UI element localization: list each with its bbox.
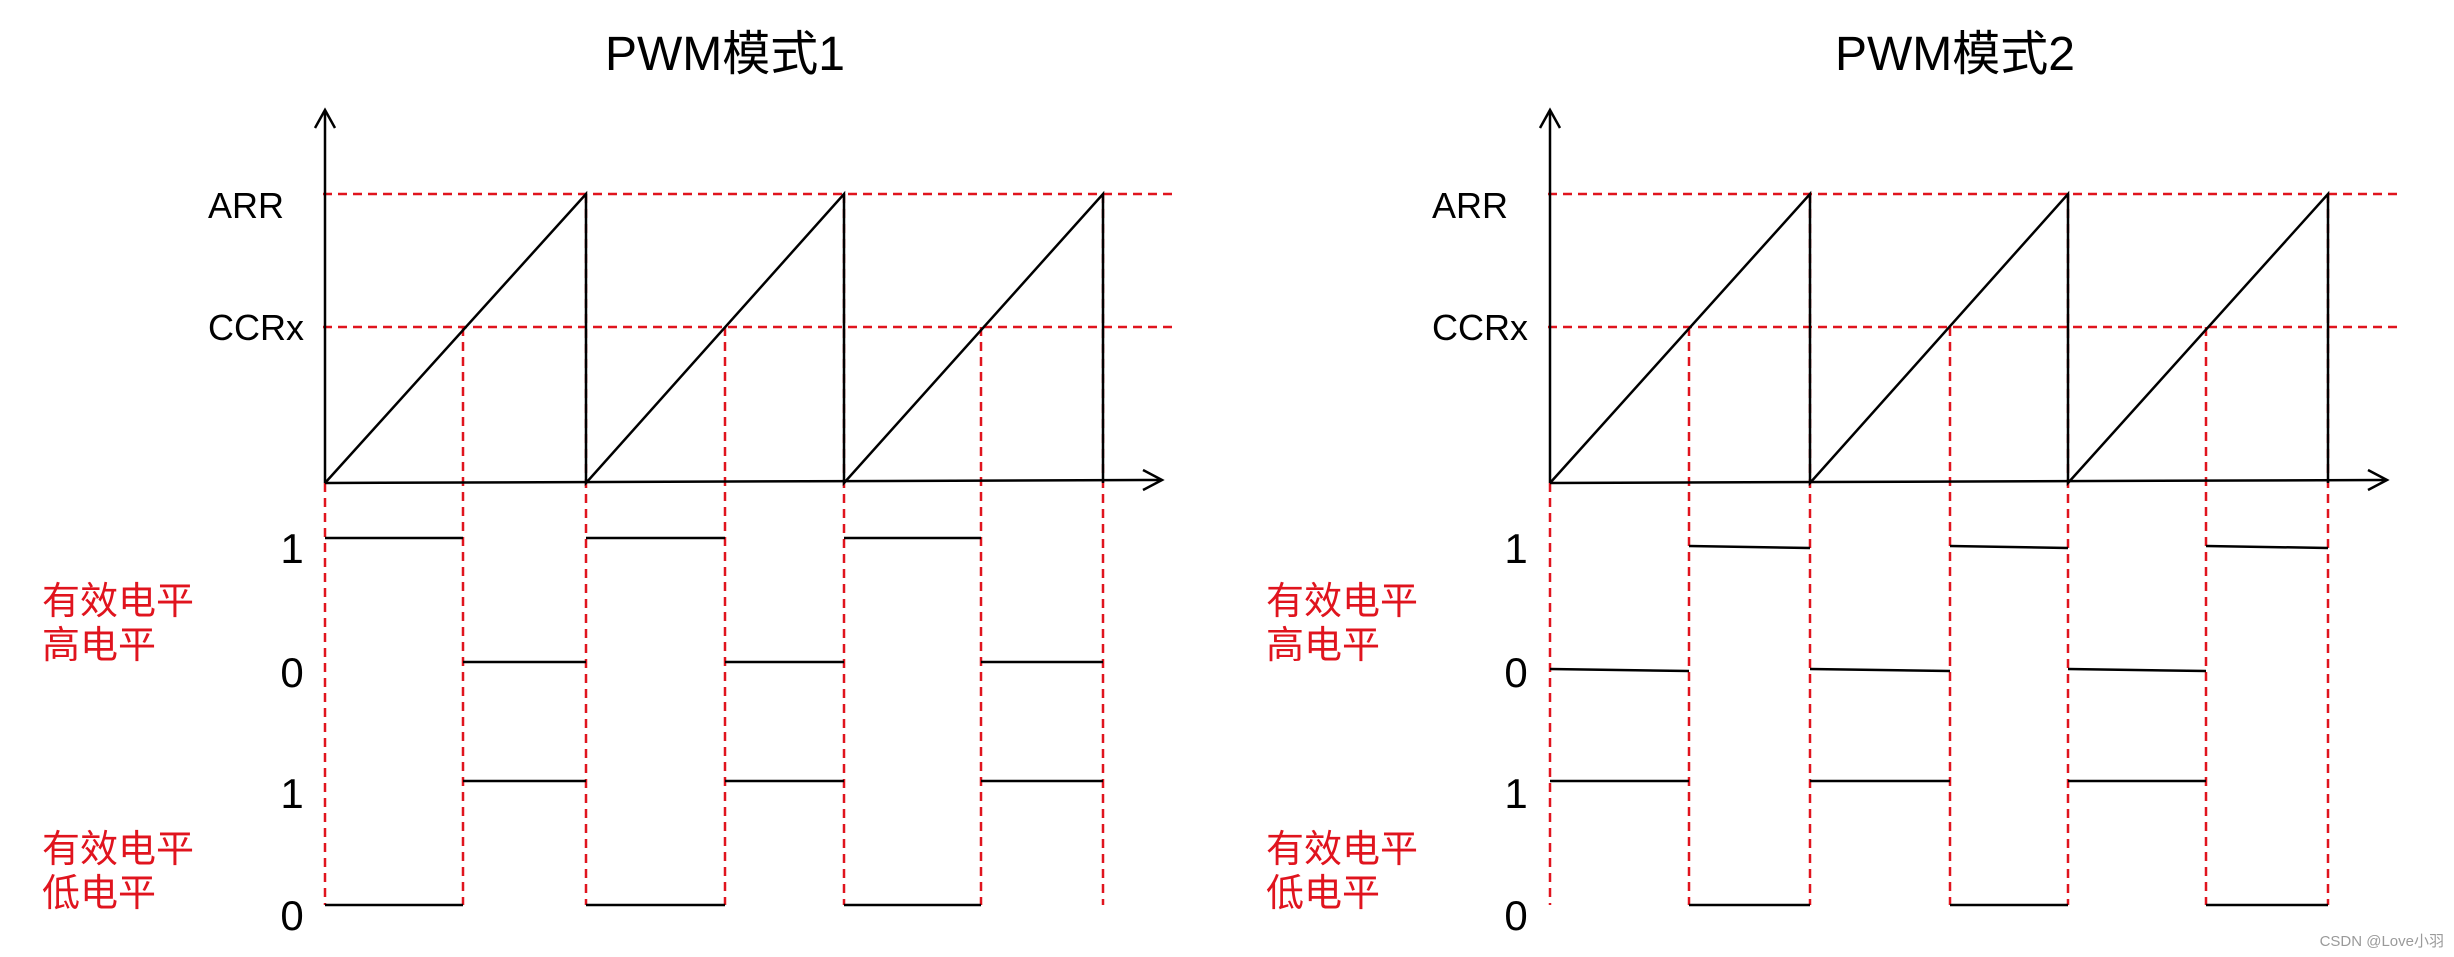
active-level-value: 高电平 bbox=[1266, 623, 1380, 667]
pwm-output-wave-active-low bbox=[325, 779, 1103, 907]
x-axis-arrow-icon bbox=[2367, 468, 2390, 492]
counter-sawtooth bbox=[1549, 190, 2330, 487]
pwm-output-wave-active-high bbox=[325, 536, 1103, 664]
x-axis bbox=[1549, 478, 2386, 485]
y-axis-arrow-icon bbox=[313, 107, 337, 129]
level-low-label: 0 bbox=[280, 649, 303, 696]
watermark: CSDN @Love小羽 bbox=[2320, 933, 2444, 950]
ccr-label: CCRx bbox=[208, 307, 304, 348]
diagram-pwm-mode-2: PWM模式2 ARR CCRx 1 0 有效电平 高电平 1 bbox=[1266, 28, 2398, 939]
level-low-label: 0 bbox=[1504, 649, 1527, 696]
pwm-output-wave-active-low bbox=[1550, 779, 2328, 907]
ccr-label: CCRx bbox=[1432, 307, 1528, 348]
level-high-label: 1 bbox=[280, 525, 303, 572]
active-level-caption: 有效电平 bbox=[42, 579, 194, 623]
level-high-label: 1 bbox=[280, 770, 303, 817]
counter-sawtooth bbox=[324, 190, 1105, 487]
level-high-label: 1 bbox=[1504, 525, 1527, 572]
x-axis-arrow-icon bbox=[1142, 468, 1165, 492]
guide-lines bbox=[1548, 192, 2398, 905]
active-level-value: 低电平 bbox=[1266, 871, 1380, 915]
diagram-title: PWM模式2 bbox=[1835, 28, 2075, 81]
active-level-value: 低电平 bbox=[42, 871, 156, 915]
active-level-caption: 有效电平 bbox=[1266, 827, 1418, 871]
pwm-output-wave-active-high bbox=[1549, 544, 2329, 673]
active-level-caption: 有效电平 bbox=[1266, 579, 1418, 623]
active-level-caption: 有效电平 bbox=[42, 827, 194, 871]
level-low-label: 0 bbox=[280, 892, 303, 939]
level-high-label: 1 bbox=[1504, 770, 1527, 817]
diagram-title: PWM模式1 bbox=[605, 28, 845, 81]
x-axis bbox=[324, 478, 1161, 485]
active-level-value: 高电平 bbox=[42, 623, 156, 667]
arr-label: ARR bbox=[1432, 185, 1508, 226]
y-axis-arrow-icon bbox=[1538, 107, 1562, 129]
counter-axes bbox=[1538, 107, 2390, 492]
level-low-label: 0 bbox=[1504, 892, 1527, 939]
counter-axes bbox=[313, 107, 1165, 492]
arr-label: ARR bbox=[208, 185, 284, 226]
diagram-pwm-mode-1: PWM模式1 ARR CCRx 1 0 有效电平 高电平 bbox=[42, 28, 1172, 939]
